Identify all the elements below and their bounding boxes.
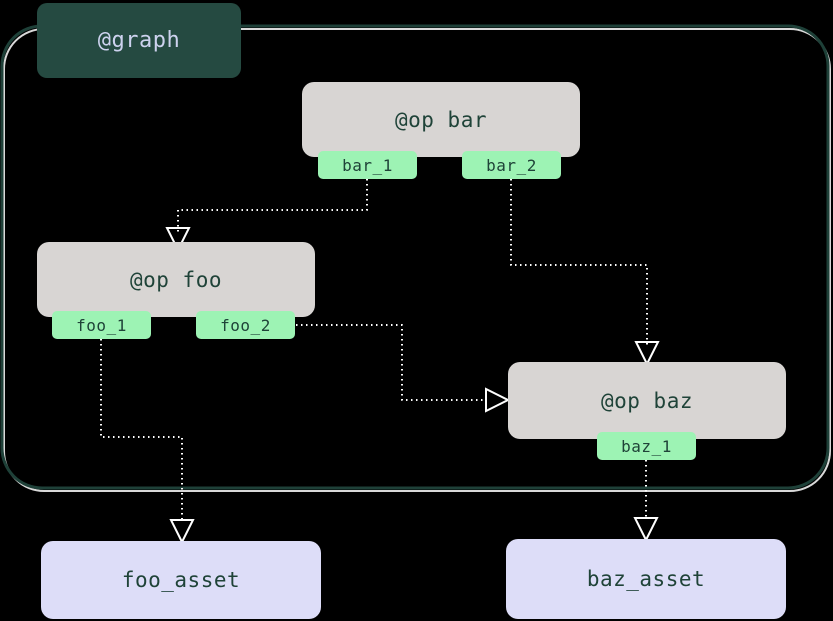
arrowhead-foo1-to-fooasset [169, 519, 195, 545]
cluster-label-graph[interactable]: @graph [37, 3, 241, 78]
port-bar-1[interactable]: bar_1 [318, 151, 417, 179]
node-op-bar[interactable]: @op bar [302, 82, 580, 157]
node-baz-asset[interactable]: baz_asset [506, 539, 786, 619]
arrowhead-baz1-to-bazasset [633, 517, 659, 543]
port-foo-1[interactable]: foo_1 [52, 311, 151, 339]
node-foo-asset[interactable]: foo_asset [41, 541, 321, 619]
port-baz-1[interactable]: baz_1 [597, 432, 696, 460]
edge-bar2-to-baz [510, 179, 648, 345]
edge-foo2-to-baz [296, 324, 487, 401]
port-bar-2[interactable]: bar_2 [462, 151, 561, 179]
node-op-foo[interactable]: @op foo [37, 242, 315, 317]
arrowhead-bar2-to-baz [634, 341, 660, 367]
edge-bar1-to-foo [177, 179, 368, 232]
port-foo-2[interactable]: foo_2 [196, 311, 295, 339]
edge-foo1-to-fooasset [100, 339, 183, 522]
node-op-baz[interactable]: @op baz [508, 362, 786, 439]
arrowhead-foo2-to-baz [485, 387, 511, 413]
